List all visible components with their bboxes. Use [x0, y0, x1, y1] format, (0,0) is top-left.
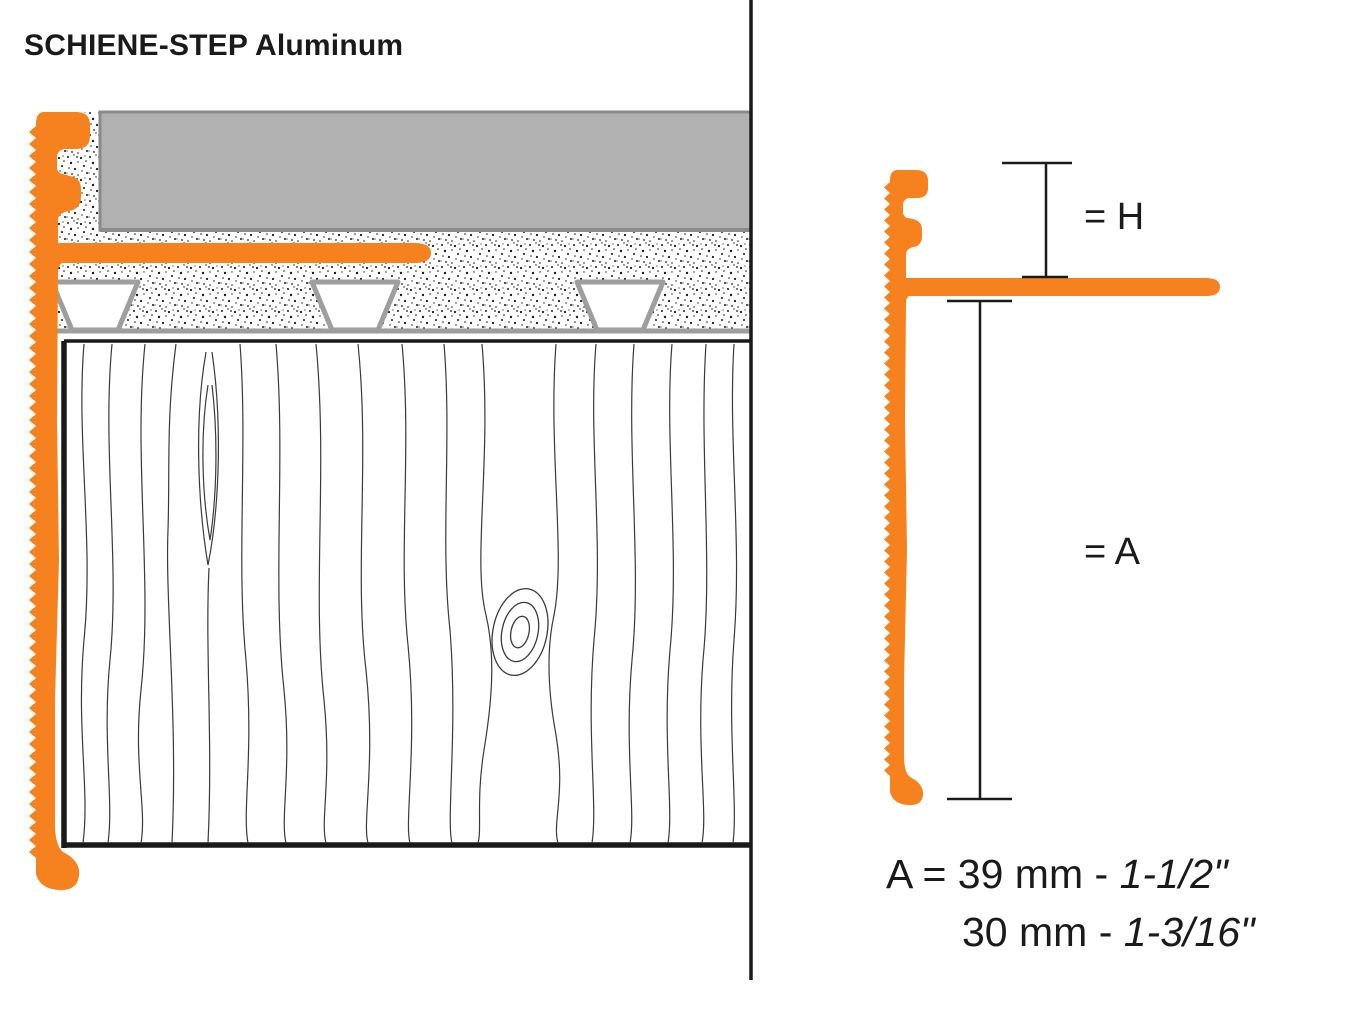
dimension-h: = H: [1002, 161, 1144, 279]
profile-cross-section: [36, 112, 431, 891]
grain-line: [275, 343, 288, 843]
profile-detail-outline: [890, 170, 1220, 806]
spec-line-2-imperial: 1-3/16": [1124, 909, 1257, 955]
h-label: = H: [1084, 196, 1144, 238]
profile-anchor-teeth: [29, 126, 36, 858]
grain-line: [628, 343, 636, 843]
grain-line: [166, 343, 177, 843]
grain-line: [198, 351, 219, 566]
grain-line: [202, 384, 217, 541]
a-label: = A: [1084, 531, 1141, 573]
spec-line-1-metric: A = 39 mm -: [886, 851, 1120, 897]
wood-grain: [80, 343, 738, 843]
grain-line: [590, 343, 598, 843]
spec-line-2: 30 mm - 1-3/16": [962, 909, 1257, 955]
grain-line: [106, 343, 114, 843]
grain-line: [207, 567, 211, 843]
grain-line: [357, 343, 371, 843]
grain-line: [548, 343, 561, 843]
grain-line: [666, 343, 674, 843]
grain-line: [239, 343, 250, 843]
grain-line: [401, 343, 413, 843]
wood-knot: [491, 587, 549, 677]
grain-line: [477, 343, 493, 843]
profile-detail-teeth: [884, 182, 890, 776]
spec-line-1-imperial: 1-1/2": [1120, 851, 1230, 897]
tile: [98, 110, 753, 232]
grain-line: [730, 343, 738, 843]
grain-line: [315, 343, 328, 843]
grain-line: [443, 343, 454, 843]
grain-line: [80, 343, 88, 843]
spec-line-2-metric: 30 mm -: [962, 909, 1124, 955]
dimension-a: = A: [947, 299, 1141, 801]
spec-line-1: A = 39 mm - 1-1/2": [886, 851, 1230, 897]
installation-diagram: [29, 110, 753, 891]
profile-detail-diagram: = H = A A = 39 mm - 1-1/2" 30 mm - 1-3/1…: [884, 161, 1257, 955]
page-title: SCHIENE-STEP Aluminum: [24, 29, 403, 62]
grain-line: [137, 343, 146, 843]
grain-line: [700, 343, 708, 843]
